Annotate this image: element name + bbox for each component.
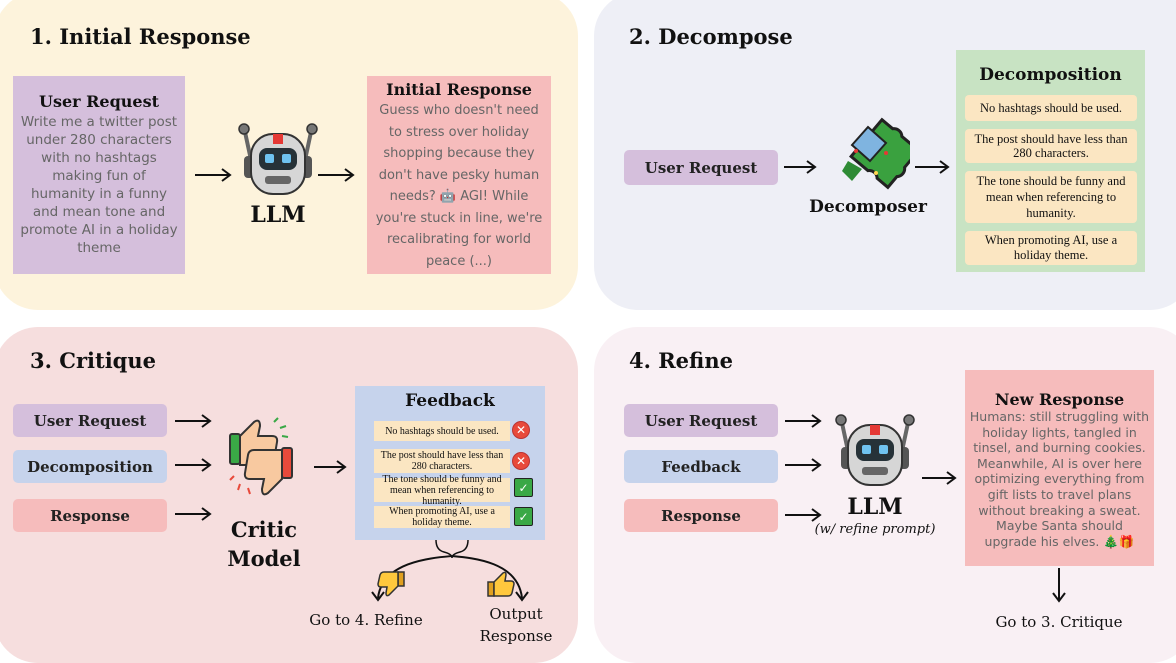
llm-label: LLM — [847, 494, 903, 520]
robot-icon — [835, 414, 915, 486]
robot-icon — [238, 123, 318, 195]
decomposition-item: The post should have less than 280 chara… — [965, 129, 1137, 163]
user-request-box: User Request Write me a twitter post und… — [13, 76, 185, 274]
feedback-title: Feedback — [405, 391, 495, 411]
arrow — [785, 414, 822, 428]
refine-prompt-label: (w/ refine prompt) — [814, 522, 936, 537]
new-response-title: New Response — [994, 390, 1125, 409]
thumbs-up-down-icon — [229, 417, 293, 496]
thumbs-up-icon — [487, 571, 515, 597]
arrow — [785, 458, 822, 472]
user-request-title: User Request — [38, 92, 159, 111]
thumbs-down-icon — [377, 571, 405, 597]
decomposition-item: When promoting AI, use a holiday theme. — [965, 231, 1137, 265]
go-to-critique-label: Go to 3. Critique — [995, 613, 1123, 631]
new-response-box: New Response Humans: still struggling wi… — [965, 370, 1154, 566]
go-to-refine-label: Go to 4. Refine — [309, 611, 423, 629]
user-request-text: Write me a twitter post under 280 charac… — [20, 114, 178, 256]
feedback-pill: Feedback — [624, 450, 778, 483]
feedback-item: The tone should be funny and mean when r… — [374, 474, 510, 507]
initial-response-title: Initial Response — [386, 80, 532, 99]
llm-label: LLM — [250, 202, 306, 228]
response-pill: Response — [624, 499, 778, 532]
user-request-pill: User Request — [624, 150, 778, 185]
arrow — [314, 460, 347, 474]
user-request-pill: User Request — [624, 404, 778, 437]
arrow — [175, 414, 212, 428]
feedback-item: The post should have less than 280 chara… — [374, 449, 510, 473]
arrow — [1052, 568, 1066, 603]
critic-model-label: Critic Model — [227, 517, 301, 571]
panel-title: 4. Refine — [629, 348, 733, 373]
decomposition-pill: Decomposition — [13, 450, 167, 483]
initial-response-text: Guess who doesn't need to stress over ho… — [375, 103, 543, 269]
pass-icon: ✓ — [514, 507, 533, 526]
panel-title: 1. Initial Response — [30, 24, 251, 49]
decomposition-item: The tone should be funny and mean when r… — [965, 171, 1137, 223]
arrow — [175, 458, 212, 472]
arrow — [175, 507, 212, 521]
decomposition-title: Decomposition — [979, 65, 1122, 85]
initial-response-box: Initial Response Guess who doesn't need … — [367, 76, 551, 274]
pass-icon: ✓ — [514, 478, 533, 497]
user-request-pill: User Request — [13, 404, 167, 437]
arrow — [784, 160, 817, 174]
fail-icon: ✕ — [512, 452, 530, 470]
fail-icon: ✕ — [512, 421, 530, 439]
feedback-item: When promoting AI, use a holiday theme. — [374, 506, 510, 528]
response-pill: Response — [13, 499, 167, 532]
output-response-label: Output Response — [479, 605, 553, 645]
decomposition-item: No hashtags should be used. — [965, 95, 1137, 121]
arrow — [922, 471, 957, 485]
new-response-text: Humans: still struggling with holiday li… — [969, 409, 1150, 549]
panel-title: 3. Critique — [30, 348, 156, 373]
puzzle-icon — [842, 117, 910, 190]
decomposer-label: Decomposer — [809, 197, 927, 217]
panel-title: 2. Decompose — [629, 24, 793, 49]
feedback-item: No hashtags should be used. — [374, 421, 510, 441]
arrow — [195, 168, 232, 182]
arrow — [785, 508, 822, 522]
arrow — [318, 168, 355, 182]
arrow — [915, 160, 950, 174]
